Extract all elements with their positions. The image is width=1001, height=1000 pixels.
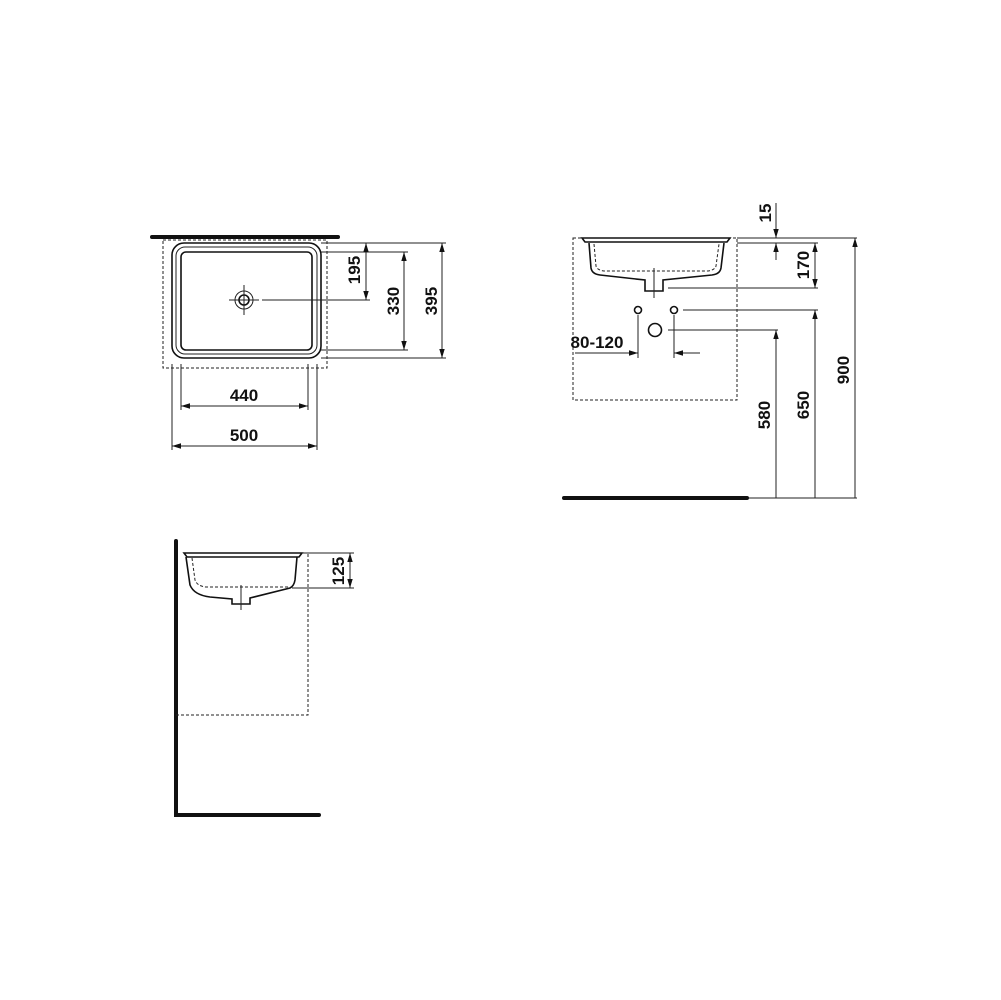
label-80-120: 80-120 — [571, 333, 624, 352]
valve-hole-icon — [669, 305, 679, 315]
label-500: 500 — [230, 426, 258, 445]
wall-and-floor — [174, 539, 321, 817]
label-125: 125 — [329, 557, 348, 585]
label-900: 900 — [834, 356, 853, 384]
basin-rim — [182, 552, 304, 558]
label-580: 580 — [755, 401, 774, 429]
cabinet-outline — [572, 237, 738, 401]
label-330: 330 — [384, 287, 403, 315]
top-view: 195 330 395 440 500 — [150, 235, 446, 450]
label-395: 395 — [422, 287, 441, 315]
basin-bowl — [588, 242, 725, 292]
cabinet-outline — [162, 239, 328, 369]
bowl-inner-line — [191, 557, 290, 588]
basin-rim — [580, 237, 732, 243]
side-view: 125 — [174, 539, 354, 817]
valve-hole-icon — [633, 305, 643, 315]
label-170: 170 — [794, 251, 813, 279]
label-15: 15 — [756, 204, 775, 223]
label-195: 195 — [345, 256, 364, 284]
label-440: 440 — [230, 386, 258, 405]
basin-bowl — [180, 251, 313, 351]
drain-outlet-icon — [647, 322, 663, 338]
cabinet-outline — [176, 552, 309, 716]
label-650: 650 — [794, 391, 813, 419]
bowl-inner-line — [593, 243, 720, 272]
front-view: 80-120 15 170 580 650 900 — [562, 203, 858, 500]
